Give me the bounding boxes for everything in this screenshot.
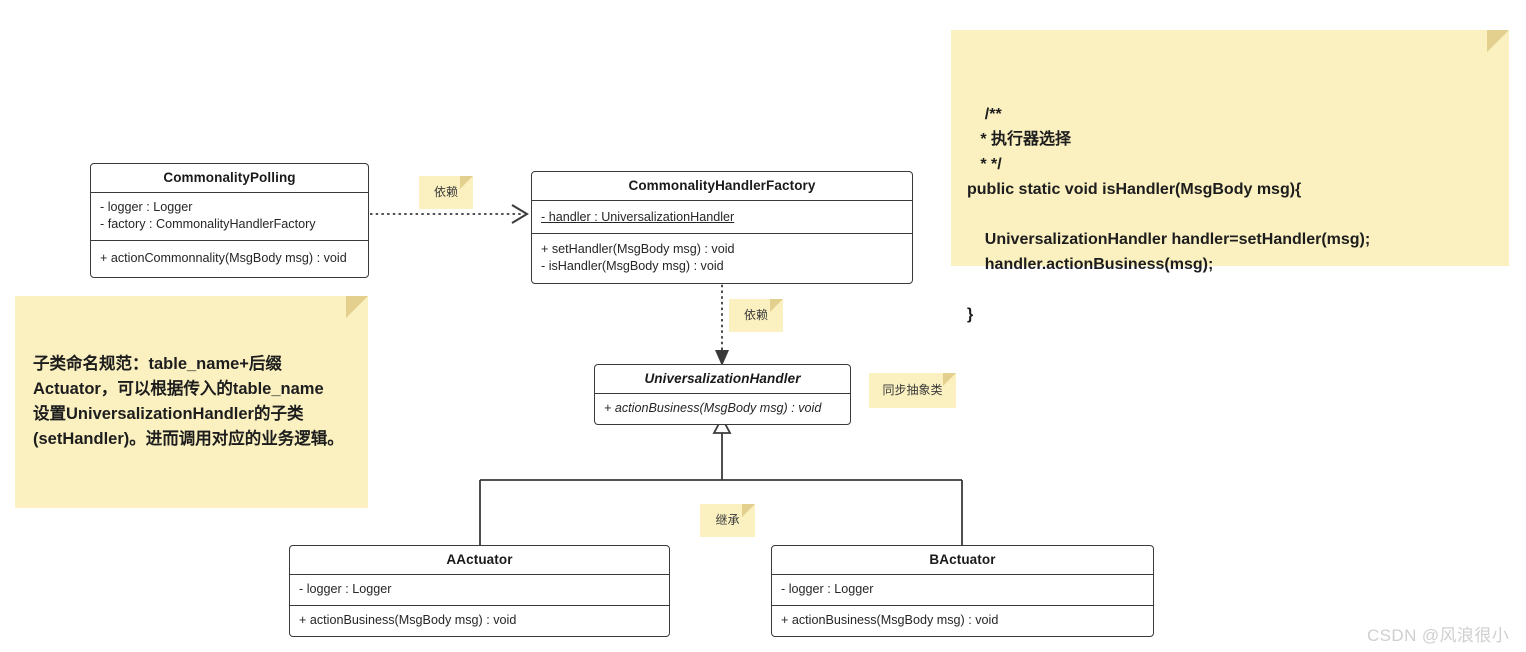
class-title: BActuator [772,546,1153,575]
class-title: CommonalityPolling [91,164,368,193]
note-fold-icon [1487,30,1509,52]
note-inheritance-tag[interactable]: 继承 [700,504,755,537]
note-fold-icon [460,176,473,189]
class-attribute-static: - handler : UniversalizationHandler [541,210,735,224]
class-operations: + actionCommonnality(MsgBody msg) : void [91,241,368,277]
note-label: 依赖 [743,308,768,322]
note-fold-icon [943,373,956,386]
note-fold-icon [742,504,755,517]
class-title: CommonalityHandlerFactory [532,172,912,201]
class-title: UniversalizationHandler [595,365,850,394]
class-operation: + actionBusiness(MsgBody msg) : void [299,613,517,627]
class-box-commonality-polling[interactable]: CommonalityPolling - logger : Logger - f… [90,163,369,278]
class-operation: + actionBusiness(MsgBody msg) : void [781,613,999,627]
class-attributes: - handler : UniversalizationHandler [532,201,912,234]
class-operations: + actionBusiness(MsgBody msg) : void [290,606,669,636]
class-operations: + actionBusiness(MsgBody msg) : void [772,606,1153,636]
note-dependency-tag-1[interactable]: 依赖 [419,176,473,209]
class-operations: + actionBusiness(MsgBody msg) : void [595,394,850,424]
note-dependency-tag-2[interactable]: 依赖 [729,299,783,332]
csdn-watermark: CSDN @风浪很小 [1367,626,1510,645]
note-code-snippet[interactable]: /** * 执行器选择 * */ public static void isHa… [951,30,1509,323]
class-attributes: - logger : Logger - factory : Commonalit… [91,193,368,241]
class-attributes: - logger : Logger [772,575,1153,606]
class-attributes: - logger : Logger [290,575,669,606]
generalization-arrow-actuators-to-handler [479,416,963,546]
dependency-arrow-polling-to-factory [370,204,529,224]
dependency-arrow-factory-to-handler [715,262,729,366]
class-attribute: - factory : CommonalityHandlerFactory [100,217,316,231]
class-box-b-actuator[interactable]: BActuator - logger : Logger + actionBusi… [771,545,1154,637]
class-operations: + setHandler(MsgBody msg) : void - isHan… [532,234,912,283]
class-box-commonality-handler-factory[interactable]: CommonalityHandlerFactory - handler : Un… [531,171,913,284]
class-title: AActuator [290,546,669,575]
note-label: 继承 [715,513,740,527]
class-operation: + actionBusiness(MsgBody msg) : void [604,401,822,415]
note-fold-icon [770,299,783,312]
class-attribute: - logger : Logger [781,582,874,596]
note-abstract-tag[interactable]: 同步抽象类 [869,373,956,408]
class-attribute: - logger : Logger [299,582,392,596]
class-operation: + setHandler(MsgBody msg) : void [541,242,735,256]
note-label: 依赖 [433,185,458,199]
class-attribute: - logger : Logger [100,200,193,214]
note-naming-convention[interactable]: 子类命名规范：table_name+后缀 Actuator，可以根据传入的tab… [15,296,368,508]
note-body: 子类命名规范：table_name+后缀 Actuator，可以根据传入的tab… [33,355,344,448]
note-body: /** * 执行器选择 * */ public static void isHa… [967,106,1371,323]
note-label: 同步抽象类 [882,383,943,397]
class-operation: - isHandler(MsgBody msg) : void [541,259,724,273]
class-operation: + actionCommonnality(MsgBody msg) : void [100,251,347,265]
class-box-universalization-handler[interactable]: UniversalizationHandler + actionBusiness… [594,364,851,425]
note-fold-icon [346,296,368,318]
class-box-a-actuator[interactable]: AActuator - logger : Logger + actionBusi… [289,545,670,637]
